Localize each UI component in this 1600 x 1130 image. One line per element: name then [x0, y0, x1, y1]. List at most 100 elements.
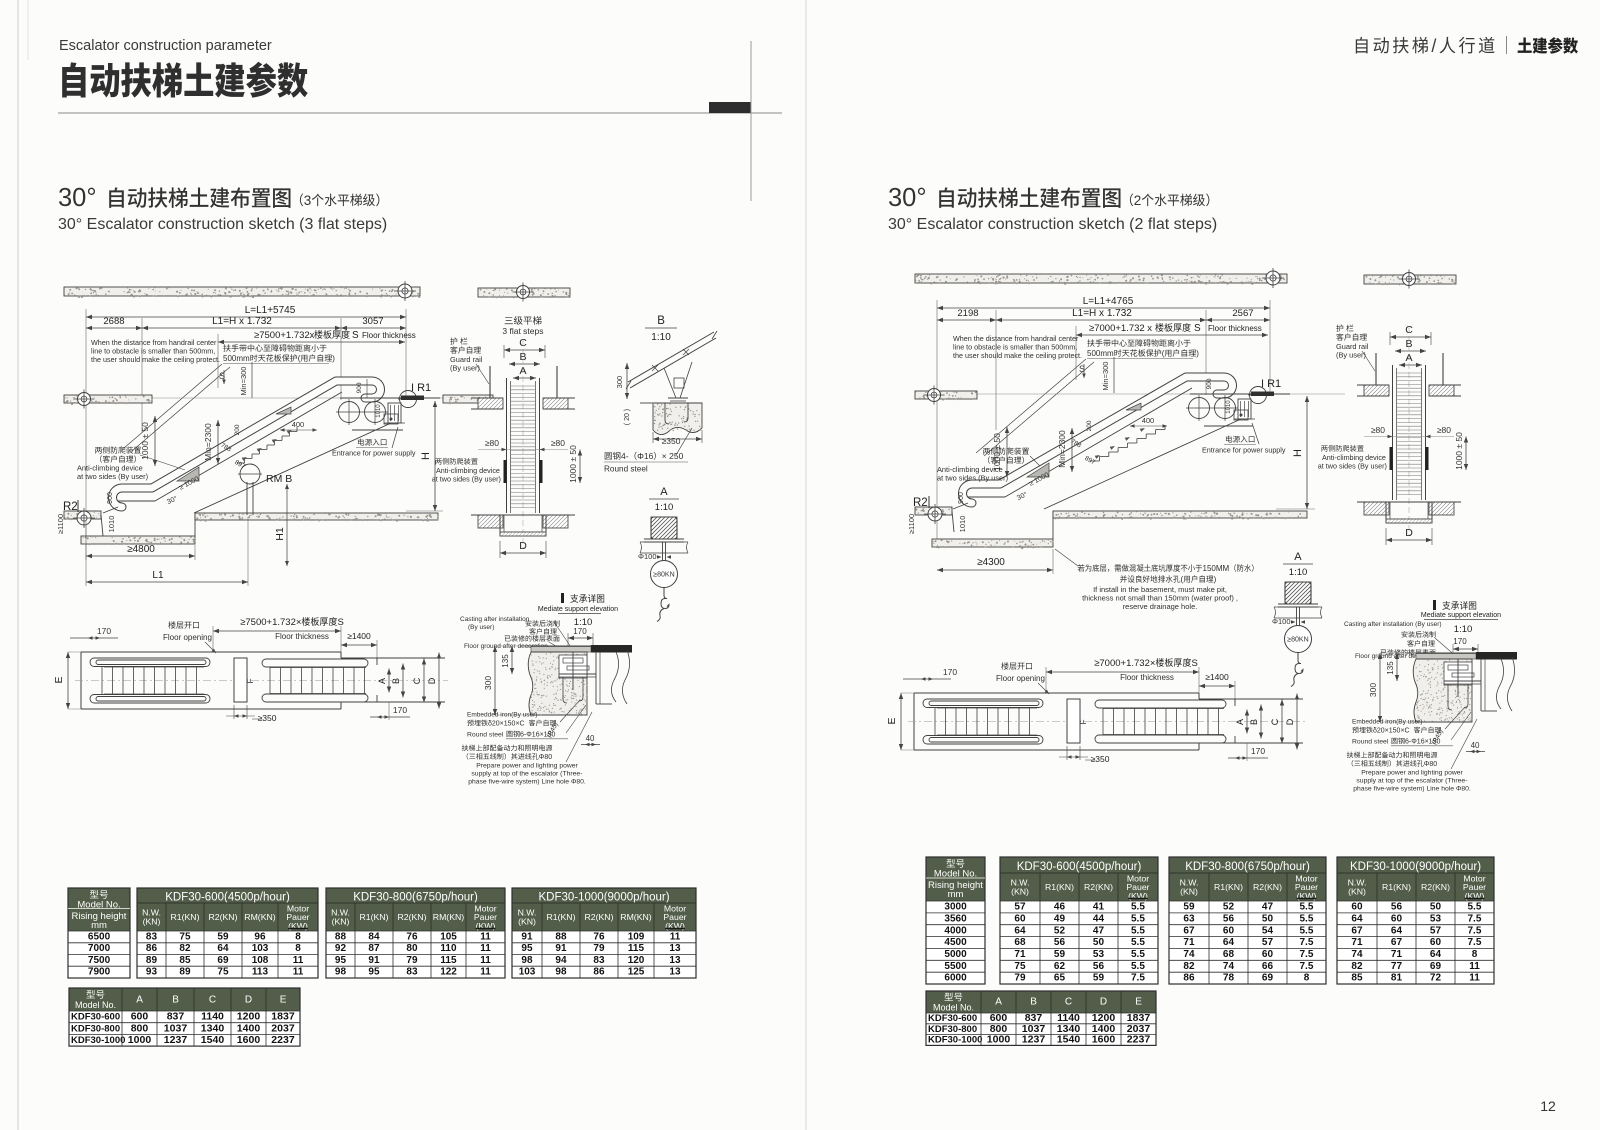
svg-text:115: 115 — [628, 943, 645, 954]
svg-text:): ) — [1196, 349, 1199, 358]
svg-text:13: 13 — [669, 943, 681, 954]
svg-text:Floor thickness: Floor thickness — [362, 331, 416, 340]
svg-text:≥80: ≥80 — [551, 438, 565, 448]
svg-text:1000: 1000 — [987, 1034, 1011, 1046]
svg-text:): ) — [332, 354, 335, 363]
svg-text:40: 40 — [1471, 741, 1480, 750]
svg-text:RM(KN): RM(KN) — [620, 912, 651, 922]
svg-text:93: 93 — [146, 967, 158, 978]
svg-text:89: 89 — [179, 967, 191, 978]
svg-text:98: 98 — [521, 955, 533, 966]
svg-text:≥350: ≥350 — [258, 713, 277, 723]
svg-text:Anti-climbing device: Anti-climbing device — [436, 466, 500, 475]
svg-text:105: 105 — [440, 932, 457, 943]
svg-text:D: D — [519, 540, 527, 552]
svg-text:76: 76 — [593, 932, 605, 943]
svg-text:If install in the basement, mu: If install in the basement, must make pi… — [1093, 585, 1227, 594]
svg-text:S: S — [1194, 323, 1201, 334]
svg-text:S: S — [1192, 658, 1198, 669]
svg-text:91: 91 — [555, 943, 567, 954]
svg-text:79: 79 — [1014, 973, 1026, 984]
svg-text:5.5: 5.5 — [1131, 925, 1145, 936]
svg-text:64: 64 — [1014, 925, 1026, 936]
svg-text:(KN): (KN) — [143, 917, 161, 927]
svg-text:65: 65 — [1054, 973, 1066, 984]
svg-text:897: 897 — [1083, 455, 1096, 467]
svg-text:mm: mm — [91, 920, 107, 931]
svg-text:B: B — [172, 994, 179, 1005]
svg-text:81: 81 — [1391, 973, 1403, 984]
svg-text:1:10: 1:10 — [655, 502, 674, 513]
svg-text:788: 788 — [219, 442, 232, 454]
svg-text:46: 46 — [1054, 902, 1066, 913]
svg-text:Φ80: Φ80 — [1424, 761, 1437, 768]
svg-text:69: 69 — [1430, 961, 1442, 972]
svg-text:1000 ± 50: 1000 ± 50 — [140, 422, 150, 460]
svg-text:40: 40 — [586, 734, 595, 743]
svg-text:1237: 1237 — [164, 1034, 188, 1046]
svg-text:δ20×150×C: δ20×150×C — [488, 721, 525, 728]
svg-text:δ20×150×C: δ20×150×C — [1373, 728, 1410, 735]
svg-text:7.5: 7.5 — [1300, 937, 1314, 948]
svg-text:64: 64 — [217, 943, 229, 954]
svg-text:≥80: ≥80 — [485, 438, 499, 448]
svg-text:1400: 1400 — [1092, 1023, 1116, 1035]
svg-text:71: 71 — [1014, 949, 1026, 960]
svg-text:B: B — [391, 678, 401, 684]
svg-text:A: A — [1235, 719, 1245, 725]
svg-text:≥80KN: ≥80KN — [653, 572, 674, 579]
svg-text:67: 67 — [1183, 925, 1195, 936]
svg-text:Anti-climbing device: Anti-climbing device — [1322, 453, 1386, 462]
svg-text:5500: 5500 — [944, 961, 967, 972]
svg-text:RM(KN): RM(KN) — [244, 912, 275, 922]
svg-text:135: 135 — [1386, 661, 1395, 675]
svg-text:(: ( — [298, 354, 301, 363]
svg-text:62: 62 — [1054, 961, 1066, 972]
svg-text:8: 8 — [295, 943, 301, 954]
svg-text:at two sides (By user): at two sides (By user) — [432, 475, 501, 484]
svg-text:788: 788 — [1069, 438, 1082, 450]
svg-text:C: C — [1270, 718, 1280, 725]
svg-text:Anti-climbing device: Anti-climbing device — [77, 464, 143, 473]
svg-text:L=L1+4765: L=L1+4765 — [1083, 296, 1134, 307]
svg-text:line to obstacle is smaller th: line to obstacle is smaller than 500mm, — [91, 347, 215, 356]
svg-text:R2(KN): R2(KN) — [209, 912, 238, 922]
svg-text:89: 89 — [146, 955, 158, 966]
svg-text:A: A — [660, 486, 668, 498]
svg-text:KDF30-600(4500p/hour): KDF30-600(4500p/hour) — [165, 891, 290, 903]
svg-text:1837: 1837 — [271, 1011, 295, 1023]
svg-text:67: 67 — [1351, 925, 1363, 936]
svg-text:120: 120 — [628, 955, 645, 966]
svg-text:64: 64 — [1391, 925, 1403, 936]
svg-text:60: 60 — [1014, 913, 1026, 924]
svg-text:52: 52 — [1054, 925, 1066, 936]
svg-text:30°: 30° — [58, 184, 97, 212]
svg-text:66: 66 — [1262, 961, 1274, 972]
svg-text:6500: 6500 — [88, 932, 111, 943]
svg-text:47: 47 — [1262, 902, 1274, 913]
svg-text:Motor: Motor — [664, 903, 686, 913]
svg-text:(: ( — [1181, 575, 1184, 584]
svg-text:170: 170 — [943, 667, 957, 677]
svg-text:L1: L1 — [152, 570, 164, 581]
svg-text:KDF30-600(4500p/hour): KDF30-600(4500p/hour) — [1017, 861, 1142, 873]
svg-text:2198: 2198 — [957, 308, 978, 319]
svg-text:Pauer: Pauer — [663, 912, 686, 922]
svg-text:KDF30-800: KDF30-800 — [928, 1024, 977, 1035]
svg-text:R2(KN): R2(KN) — [1253, 882, 1282, 892]
svg-text:7900: 7900 — [88, 967, 111, 978]
svg-text:supply at top of the escalator: supply at top of the escalator (Three- — [471, 771, 582, 778]
svg-text:30°: 30° — [888, 184, 927, 212]
svg-text:R1(KN): R1(KN) — [547, 912, 576, 922]
svg-text:30° Escalator construction s: 30° Escalator construction sketch (3 fla… — [58, 216, 387, 233]
svg-text:R2(KN): R2(KN) — [1084, 882, 1113, 892]
svg-text:50: 50 — [1093, 937, 1105, 948]
svg-text:135: 135 — [501, 654, 510, 668]
svg-text:64: 64 — [1430, 949, 1442, 960]
svg-text:7.5: 7.5 — [1300, 949, 1314, 960]
svg-text:500mm: 500mm — [223, 354, 250, 363]
svg-text:5.5: 5.5 — [1131, 913, 1145, 924]
svg-text:the user should make the ceili: the user should make the ceiling protect… — [953, 351, 1082, 360]
svg-text:(KW): (KW) — [288, 921, 308, 931]
svg-text:N.W.: N.W. — [331, 908, 350, 918]
